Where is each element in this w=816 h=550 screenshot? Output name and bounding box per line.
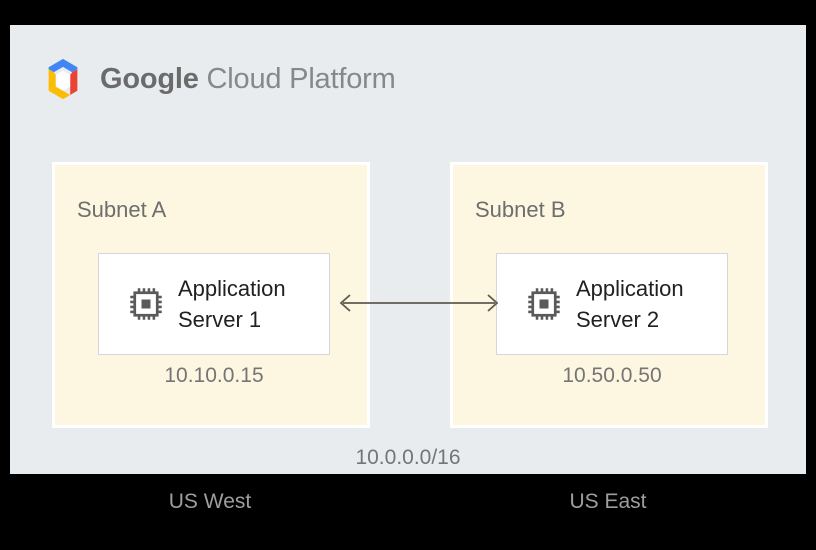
processor-chip-icon <box>528 288 560 320</box>
application-server-2-label: Application Server 2 <box>576 276 684 332</box>
application-server-2-ip: 10.50.0.50 <box>562 364 662 387</box>
subnet-b-title: Subnet B <box>475 197 566 222</box>
double-headed-arrow-icon <box>339 294 499 312</box>
application-server-2-card[interactable]: Application Server 2 <box>496 253 728 355</box>
brand-word-cloud-platform: Cloud Platform <box>206 62 396 95</box>
application-server-1-label: Application Server 1 <box>178 276 286 332</box>
region-label-us-west: US West <box>168 490 252 513</box>
gcp-brand-lockup: Google Cloud Platform <box>40 52 396 106</box>
region-label-us-east: US East <box>569 490 647 513</box>
gcp-cloud-panel: Google Cloud Platform Subnet A <box>10 25 806 474</box>
subnet-a-title: Subnet A <box>77 197 167 222</box>
gcp-brand-text: Google Cloud Platform <box>100 62 396 95</box>
brand-word-google: Google <box>100 62 199 95</box>
subnet-b-box[interactable]: Subnet B <box>450 162 768 428</box>
subnet-a-box[interactable]: Subnet A <box>52 162 370 428</box>
application-server-1-ip: 10.10.0.15 <box>164 364 264 387</box>
vpc-cidr-label: 10.0.0.0/16 <box>355 446 461 469</box>
application-server-1-card[interactable]: Application Server 1 <box>98 253 330 355</box>
google-cloud-hexagon-logo-icon <box>48 58 78 100</box>
processor-chip-icon <box>130 288 162 320</box>
